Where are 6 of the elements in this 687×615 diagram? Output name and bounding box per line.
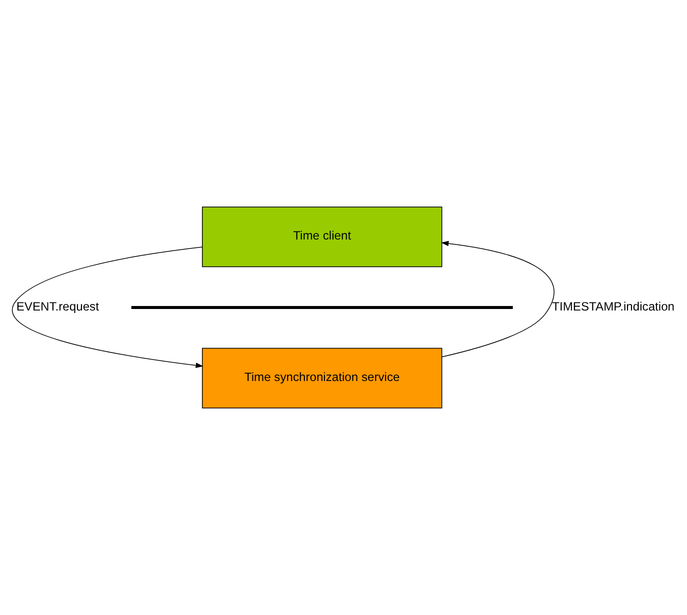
edge-label: EVENT.request bbox=[16, 299, 99, 314]
edge-label: TIMESTAMP.indication bbox=[552, 299, 675, 314]
node-box: Time synchronization service bbox=[202, 348, 442, 408]
node-box: Time client bbox=[202, 206, 442, 268]
arrow bbox=[12, 246, 204, 368]
arrow bbox=[441, 240, 554, 358]
